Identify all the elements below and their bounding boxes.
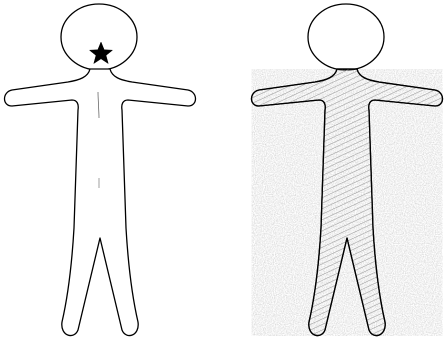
left-figure-body-outline bbox=[5, 69, 196, 336]
right-figure-shading-grain bbox=[252, 69, 443, 336]
left-figure bbox=[5, 4, 196, 336]
right-figure-head bbox=[308, 4, 384, 70]
right-figure bbox=[252, 4, 443, 336]
